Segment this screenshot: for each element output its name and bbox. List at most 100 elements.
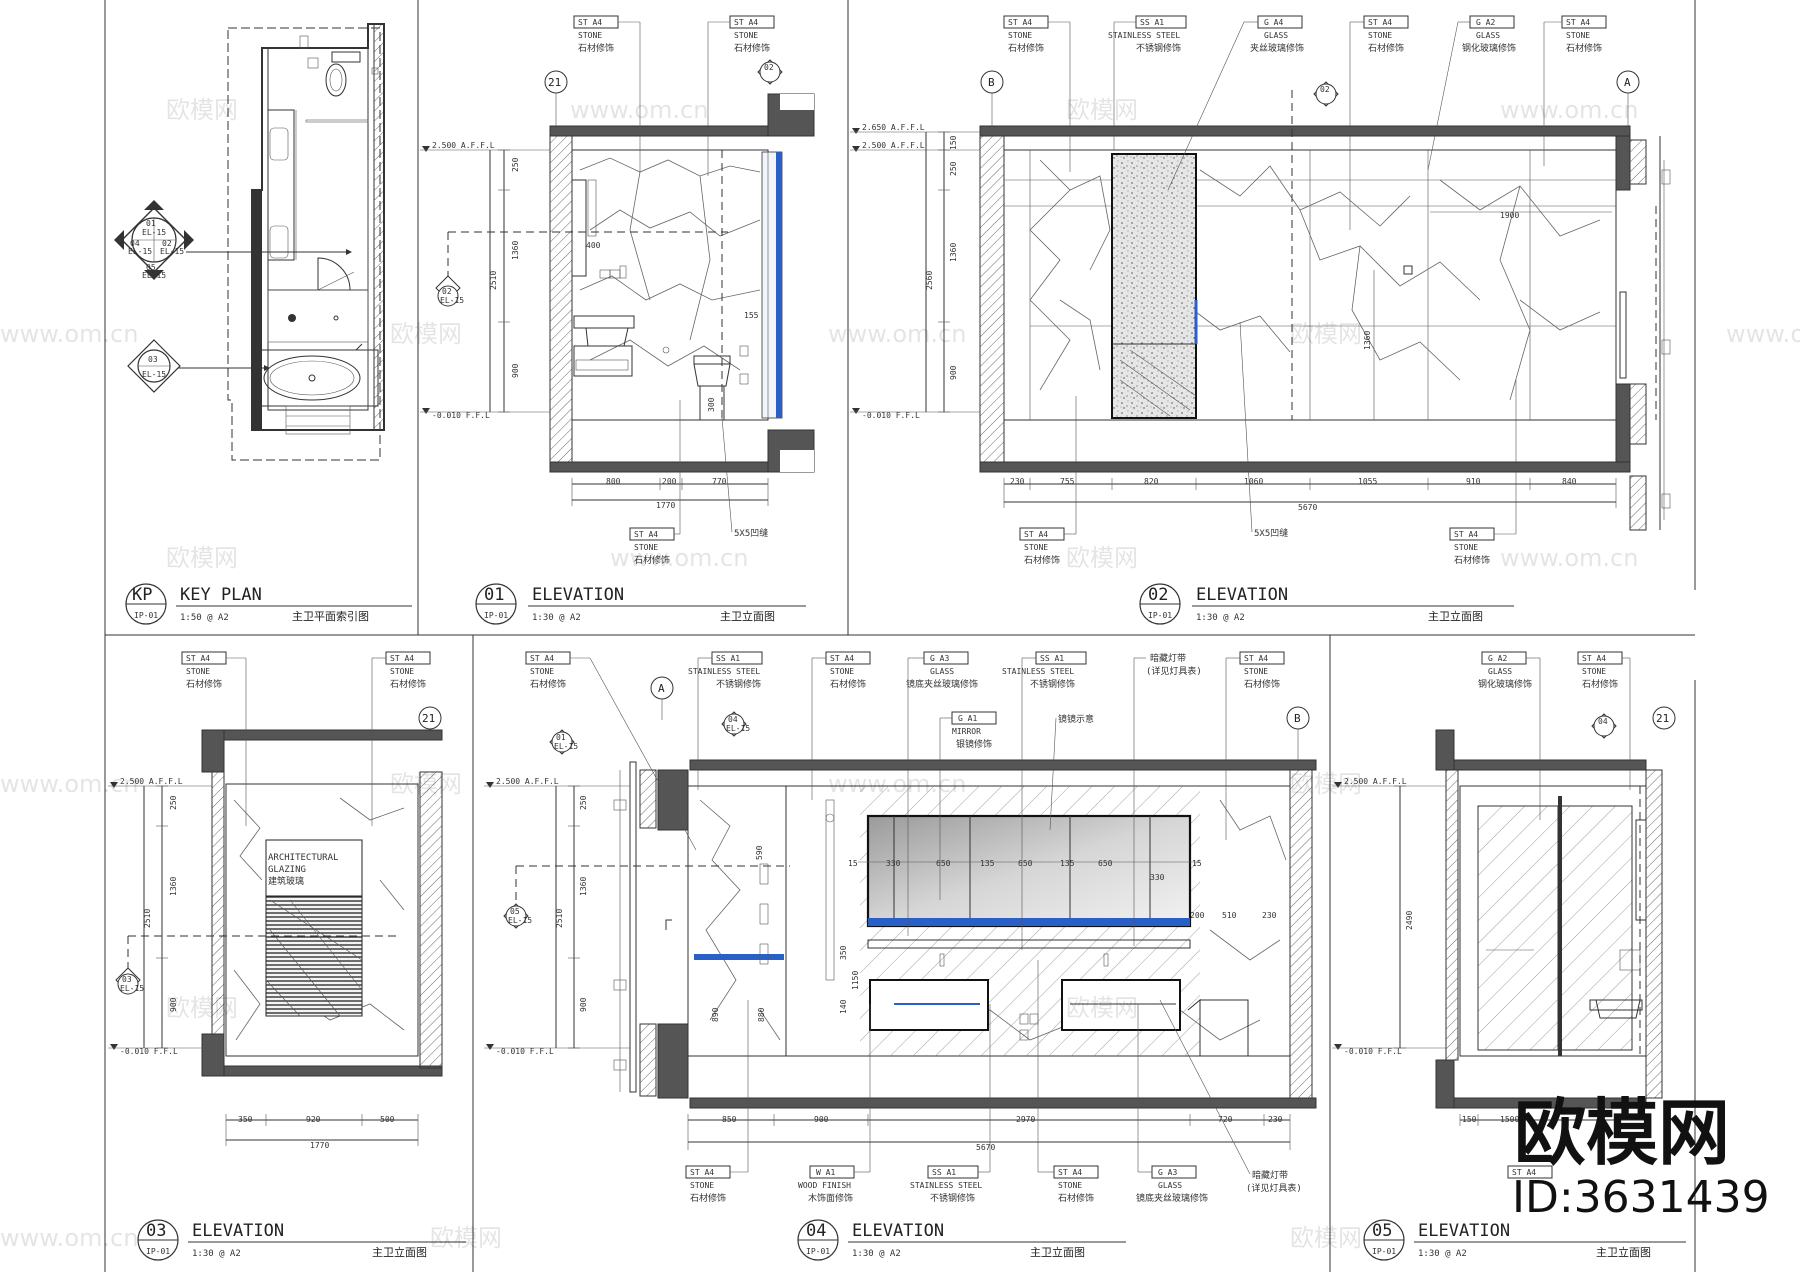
svg-text:石材修饰: 石材修饰	[530, 678, 566, 690]
svg-text:石材修饰: 石材修饰	[390, 678, 426, 690]
e01-callout-02b: 02	[757, 59, 783, 85]
svg-text:G A2: G A2	[1476, 18, 1495, 27]
svg-text:www.om.cn: www.om.cn	[0, 1224, 138, 1252]
svg-text:ID:3631439: ID:3631439	[1512, 1172, 1770, 1223]
svg-text:350: 350	[238, 1115, 253, 1124]
svg-text:www.om.cn: www.om.cn	[1500, 544, 1638, 572]
svg-text:15: 15	[848, 859, 858, 868]
svg-text:IP-01: IP-01	[1148, 611, 1172, 620]
svg-text:04: 04	[130, 239, 140, 248]
svg-text:ST A4: ST A4	[186, 654, 210, 663]
svg-text:欧模网: 欧模网	[1290, 1224, 1362, 1252]
svg-text:135: 135	[980, 859, 995, 868]
svg-text:木饰面修饰: 木饰面修饰	[808, 1192, 853, 1204]
svg-text:欧模网: 欧模网	[390, 770, 462, 798]
svg-text:主卫立面图: 主卫立面图	[1428, 609, 1483, 623]
svg-text:2970: 2970	[1016, 1115, 1035, 1124]
svg-text:STAINLESS STEEL: STAINLESS STEEL	[910, 1181, 982, 1190]
svg-text:02: 02	[442, 287, 452, 296]
svg-text:欧模网: 欧模网	[1066, 96, 1138, 124]
svg-text:230: 230	[1268, 1115, 1283, 1124]
svg-text:www.om.cn: www.om.cn	[1726, 320, 1800, 348]
svg-text:590: 590	[755, 845, 764, 860]
svg-text:200: 200	[1190, 911, 1205, 920]
e02-tag-stone-4: ST A4 STONE 石材修饰	[1019, 396, 1077, 566]
e04-tag-stone-1: ST A4 STONE 石材修饰	[525, 651, 697, 851]
svg-text:STONE: STONE	[530, 667, 554, 676]
svg-text:350: 350	[839, 945, 848, 960]
svg-text:5X5凹缝: 5X5凹缝	[734, 527, 768, 539]
svg-text:暗藏灯带: 暗藏灯带	[1150, 652, 1186, 664]
svg-text:21: 21	[422, 712, 435, 725]
svg-text:2510: 2510	[555, 909, 564, 928]
svg-text:不锈钢修饰: 不锈钢修饰	[1136, 42, 1181, 54]
svg-text:2.500 A.F.F.L: 2.500 A.F.F.L	[1344, 777, 1407, 786]
svg-text:650: 650	[1098, 859, 1113, 868]
svg-text:EL-15: EL-15	[142, 370, 166, 379]
svg-text:5X5凹缝: 5X5凹缝	[1254, 527, 1288, 539]
svg-text:720: 720	[1218, 1115, 1233, 1124]
svg-text:STAINLESS STEEL: STAINLESS STEEL	[1002, 667, 1074, 676]
e05-tag-glass-a2: G A2 GLASS 钢化玻璃修饰	[1478, 651, 1541, 820]
e04-tag-ss-2: SS A1 STAINLESS STEEL 不锈钢修饰	[1002, 651, 1087, 950]
svg-text:www.om.cn: www.om.cn	[828, 770, 966, 798]
e02-tag-stone-2: ST A4 STONE 石材修饰	[1349, 15, 1409, 230]
e04-tag-mirror: G A1 MIRROR 银镜修饰	[939, 711, 997, 900]
svg-text:1060: 1060	[1244, 477, 1263, 486]
svg-text:ST A4: ST A4	[390, 654, 414, 663]
svg-text:5670: 5670	[976, 1143, 995, 1152]
svg-text:1150: 1150	[851, 971, 860, 990]
svg-text:www.om.cn: www.om.cn	[570, 96, 708, 124]
svg-text:155: 155	[744, 311, 759, 320]
svg-text:2.650 A.F.F.L: 2.650 A.F.F.L	[862, 123, 925, 132]
svg-text:ST A4: ST A4	[1008, 18, 1032, 27]
svg-text:STONE: STONE	[1244, 667, 1268, 676]
svg-text:STONE: STONE	[634, 543, 658, 552]
key-plan: 01 EL-15 02 EL-15 04 EL-15 05 EL-15 03 E…	[114, 23, 385, 461]
svg-text:ELEVATION: ELEVATION	[192, 1221, 284, 1241]
svg-text:890: 890	[711, 1007, 720, 1022]
elevation-01: 250 1360 900 2510 2.500 A.F.F.L -0.010 F…	[420, 15, 815, 566]
svg-text:150: 150	[1462, 1115, 1477, 1124]
svg-text:EL-15: EL-15	[726, 724, 750, 733]
svg-text:EL-15: EL-15	[142, 228, 166, 237]
svg-text:ST A4: ST A4	[634, 530, 658, 539]
svg-text:05: 05	[510, 907, 520, 916]
svg-text:主卫立面图: 主卫立面图	[1596, 1245, 1651, 1259]
svg-text:ST A4: ST A4	[1566, 18, 1590, 27]
svg-text:-0.010 F.F.L: -0.010 F.F.L	[496, 1047, 554, 1056]
svg-text:石材修饰: 石材修饰	[1244, 678, 1280, 690]
svg-text:石材修饰: 石材修饰	[1566, 42, 1602, 54]
svg-text:EL-15: EL-15	[508, 916, 532, 925]
svg-text:GLASS: GLASS	[930, 667, 954, 676]
svg-text:1900: 1900	[1500, 211, 1519, 220]
svg-text:900: 900	[814, 1115, 829, 1124]
title-e01: 01 IP-01 ELEVATION 1:30 @ A2 主卫立面图	[475, 583, 806, 625]
plan-callout-compound: 01 EL-15 02 EL-15 04 EL-15 05 EL-15	[114, 200, 194, 280]
svg-text:ST A4: ST A4	[1058, 1168, 1082, 1177]
svg-text:21: 21	[548, 76, 561, 89]
svg-text:欧模网: 欧模网	[166, 994, 238, 1022]
svg-text:ELEVATION: ELEVATION	[852, 1221, 944, 1241]
svg-text:STAINLESS STEEL: STAINLESS STEEL	[1108, 31, 1180, 40]
e02-tag-glass-a4: G A4 GLASS 夹丝玻璃修饰	[1167, 15, 1304, 191]
svg-text:1:30 @ A2: 1:30 @ A2	[1418, 1249, 1467, 1259]
e05-section-callout: 04	[1591, 713, 1617, 739]
svg-text:SS A1: SS A1	[1040, 654, 1064, 663]
svg-text:石材修饰: 石材修饰	[1454, 554, 1490, 566]
svg-text:250: 250	[949, 161, 958, 176]
watermarks: 欧模网 www.om.cn 欧模网 www.om.cn www.om.cn 欧模…	[0, 96, 1800, 1252]
plan-callout-03: 03 EL-15	[127, 339, 181, 393]
e04-tag-led-top: 暗藏灯带 (详见灯具表)	[1133, 652, 1202, 946]
svg-text:欧模网: 欧模网	[1066, 544, 1138, 572]
svg-text:ELEVATION: ELEVATION	[532, 585, 624, 605]
svg-text:880: 880	[757, 1007, 766, 1022]
e03-section-callout: 03 EL-15	[115, 967, 144, 995]
svg-text:250: 250	[579, 795, 588, 810]
svg-text:900: 900	[511, 363, 520, 378]
svg-text:石材修饰: 石材修饰	[634, 554, 670, 566]
svg-text:840: 840	[1562, 477, 1577, 486]
sheet-grid	[104, 0, 1696, 1272]
svg-text:不锈钢修饰: 不锈钢修饰	[930, 1192, 975, 1204]
svg-text:GLASS: GLASS	[1158, 1181, 1182, 1190]
